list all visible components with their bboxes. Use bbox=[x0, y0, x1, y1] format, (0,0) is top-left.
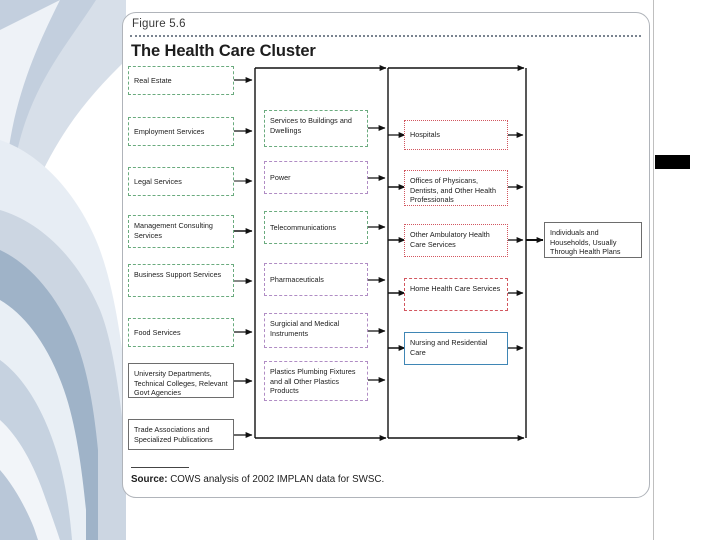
source-body: COWS analysis of 2002 IMPLAN data for SW… bbox=[167, 474, 385, 485]
node-hospitals[interactable]: Hospitals bbox=[404, 120, 508, 150]
node-label: Plastics Plumbing Fixtures and all Other… bbox=[270, 367, 356, 396]
node-label: Individuals and Households, Usually Thro… bbox=[550, 228, 621, 257]
node-label: Other Ambulatory Health Care Services bbox=[410, 230, 490, 249]
node-real-estate[interactable]: Real Estate bbox=[128, 66, 234, 95]
node-label: Services to Buildings and Dwellings bbox=[270, 116, 352, 135]
node-services-to-buildings-and-dwellings[interactable]: Services to Buildings and Dwellings bbox=[264, 110, 368, 147]
node-label: Pharmaceuticals bbox=[270, 274, 324, 284]
node-university-departments[interactable]: University Departments, Technical Colleg… bbox=[128, 363, 234, 398]
node-label: Management Consulting Services bbox=[134, 221, 213, 240]
node-label: Nursing and Residential Care bbox=[410, 338, 488, 357]
node-nursing-and-residential-care[interactable]: Nursing and Residential Care bbox=[404, 332, 508, 365]
node-individuals-and-households[interactable]: Individuals and Households, Usually Thro… bbox=[544, 222, 642, 258]
node-home-health-care-services[interactable]: Home Health Care Services bbox=[404, 278, 508, 311]
right-edge-black-marker bbox=[655, 155, 690, 169]
figure-title: The Health Care Cluster bbox=[131, 42, 316, 60]
decorative-wave-background bbox=[0, 0, 126, 540]
node-trade-associations[interactable]: Trade Associations and Specialized Publi… bbox=[128, 419, 234, 450]
node-food-services[interactable]: Food Services bbox=[128, 318, 234, 347]
node-employment-services[interactable]: Employment Services bbox=[128, 117, 234, 146]
node-telecommunications[interactable]: Telecommunications bbox=[264, 211, 368, 244]
source-note: Source: COWS analysis of 2002 IMPLAN dat… bbox=[131, 474, 384, 485]
node-label: Business Support Services bbox=[134, 270, 222, 279]
node-label: Offices of Physicans, Dentists, and Othe… bbox=[410, 176, 496, 205]
node-label: Food Services bbox=[134, 327, 181, 337]
node-business-support-services[interactable]: Business Support Services bbox=[128, 264, 234, 297]
node-label: Real Estate bbox=[134, 75, 172, 85]
node-offices-of-physicians[interactable]: Offices of Physicans, Dentists, and Othe… bbox=[404, 170, 508, 206]
node-pharmaceuticals[interactable]: Pharmaceuticals bbox=[264, 263, 368, 296]
node-plastics-plumbing-fixtures[interactable]: Plastics Plumbing Fixtures and all Other… bbox=[264, 361, 368, 401]
figure-dotted-divider bbox=[130, 35, 641, 37]
figure-number-label: Figure 5.6 bbox=[132, 18, 186, 30]
node-surgical-and-medical-instruments[interactable]: Surgicial and Medical Instruments bbox=[264, 313, 368, 348]
node-label: Home Health Care Services bbox=[410, 284, 501, 293]
source-divider-rule bbox=[131, 467, 189, 468]
node-label: Employment Services bbox=[134, 126, 205, 136]
node-label: University Departments, Technical Colleg… bbox=[134, 369, 228, 398]
right-vertical-rule bbox=[653, 0, 654, 540]
node-management-consulting-services[interactable]: Management Consulting Services bbox=[128, 215, 234, 248]
node-label: Telecommunications bbox=[270, 222, 337, 232]
node-label: Legal Services bbox=[134, 176, 182, 186]
node-label: Hospitals bbox=[410, 130, 441, 140]
node-label: Trade Associations and Specialized Publi… bbox=[134, 425, 213, 444]
node-label: Surgicial and Medical Instruments bbox=[270, 319, 340, 338]
node-legal-services[interactable]: Legal Services bbox=[128, 167, 234, 196]
source-label: Source: bbox=[131, 474, 168, 485]
node-label: Power bbox=[270, 172, 291, 182]
node-other-ambulatory-health-care-services[interactable]: Other Ambulatory Health Care Services bbox=[404, 224, 508, 257]
node-power[interactable]: Power bbox=[264, 161, 368, 194]
